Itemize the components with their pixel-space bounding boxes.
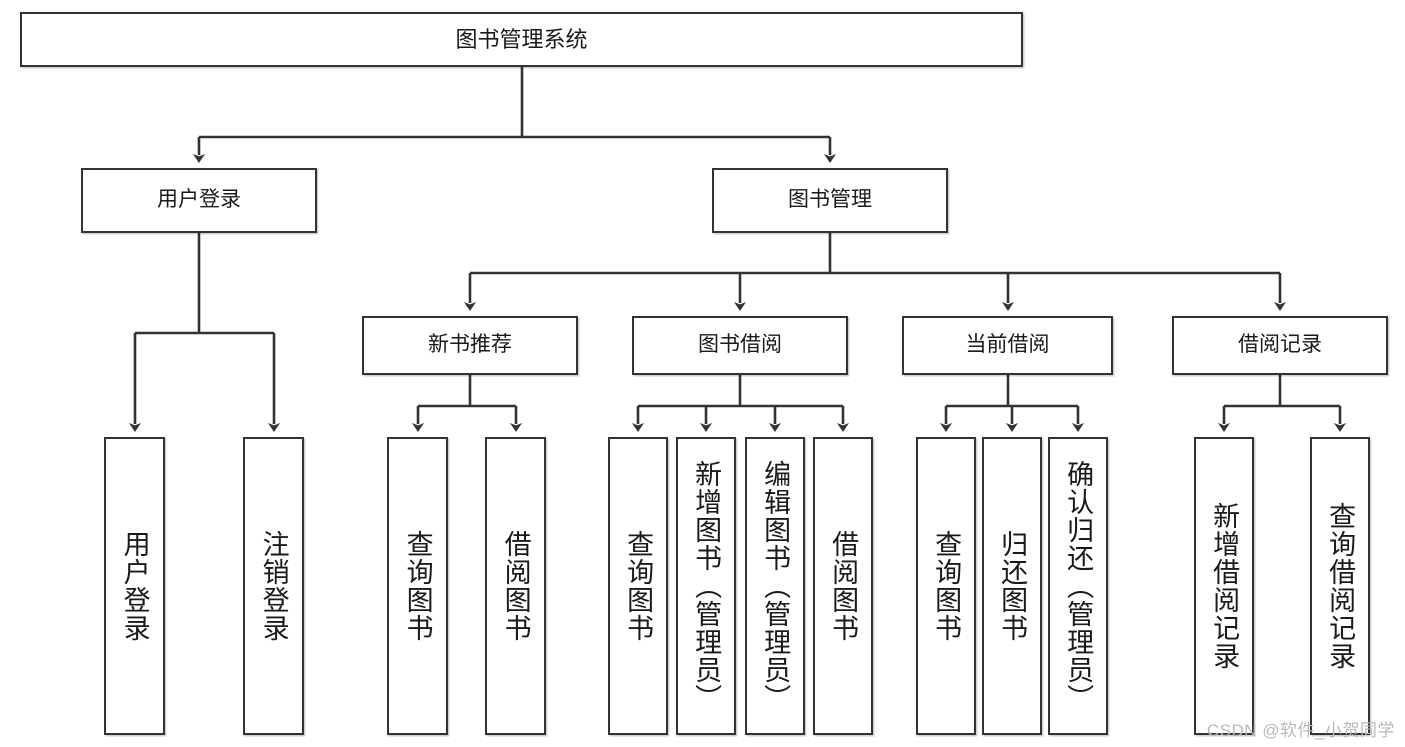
node-user-login[interactable]: 用户登录	[81, 168, 317, 233]
node-label: 借阅图书	[500, 530, 531, 642]
node-leaf-confirm-return[interactable]: 确认归还（管理员）	[1048, 437, 1108, 735]
node-leaf-query-book-3[interactable]: 查询图书	[916, 437, 976, 735]
node-borrow-record[interactable]: 借阅记录	[1172, 316, 1388, 375]
node-label: 用户登录	[119, 530, 150, 642]
node-label: 用户登录	[157, 188, 241, 212]
node-label: 借阅图书	[828, 530, 859, 642]
node-label: 新增图书（管理员）	[691, 460, 722, 712]
node-leaf-logout[interactable]: 注销登录	[243, 437, 304, 735]
node-label: 注销登录	[258, 530, 289, 642]
node-new-book-rec[interactable]: 新书推荐	[362, 316, 578, 375]
node-current-borrow[interactable]: 当前借阅	[902, 316, 1113, 375]
node-label: 借阅记录	[1238, 333, 1322, 357]
node-book-borrow[interactable]: 图书借阅	[632, 316, 848, 375]
node-leaf-add-book[interactable]: 新增图书（管理员）	[676, 437, 736, 735]
node-label: 查询图书	[402, 530, 433, 642]
node-book-manage[interactable]: 图书管理	[712, 168, 948, 233]
node-label: 归还图书	[997, 530, 1028, 642]
node-label: 查询图书	[931, 530, 962, 642]
node-label: 查询图书	[623, 530, 654, 642]
node-label: 图书管理	[788, 188, 872, 212]
node-root[interactable]: 图书管理系统	[20, 12, 1023, 67]
node-leaf-query-record[interactable]: 查询借阅记录	[1310, 437, 1370, 735]
node-leaf-query-book-2[interactable]: 查询图书	[608, 437, 668, 735]
node-leaf-edit-book[interactable]: 编辑图书（管理员）	[745, 437, 805, 735]
node-leaf-user-login[interactable]: 用户登录	[104, 437, 165, 735]
node-leaf-borrow-book-1[interactable]: 借阅图书	[485, 437, 546, 735]
node-label: 确认归还（管理员）	[1063, 460, 1094, 712]
node-label: 图书管理系统	[455, 26, 588, 52]
node-label: 查询借阅记录	[1325, 502, 1356, 670]
node-label: 当前借阅	[965, 333, 1050, 357]
node-leaf-query-book-1[interactable]: 查询图书	[387, 437, 448, 735]
node-leaf-return-book[interactable]: 归还图书	[982, 437, 1042, 735]
node-label: 图书借阅	[698, 333, 782, 357]
node-leaf-add-record[interactable]: 新增借阅记录	[1194, 437, 1254, 735]
node-leaf-borrow-book-2[interactable]: 借阅图书	[813, 437, 873, 735]
node-label: 新书推荐	[428, 333, 512, 357]
node-label: 编辑图书（管理员）	[760, 460, 791, 712]
node-label: 新增借阅记录	[1209, 502, 1240, 670]
